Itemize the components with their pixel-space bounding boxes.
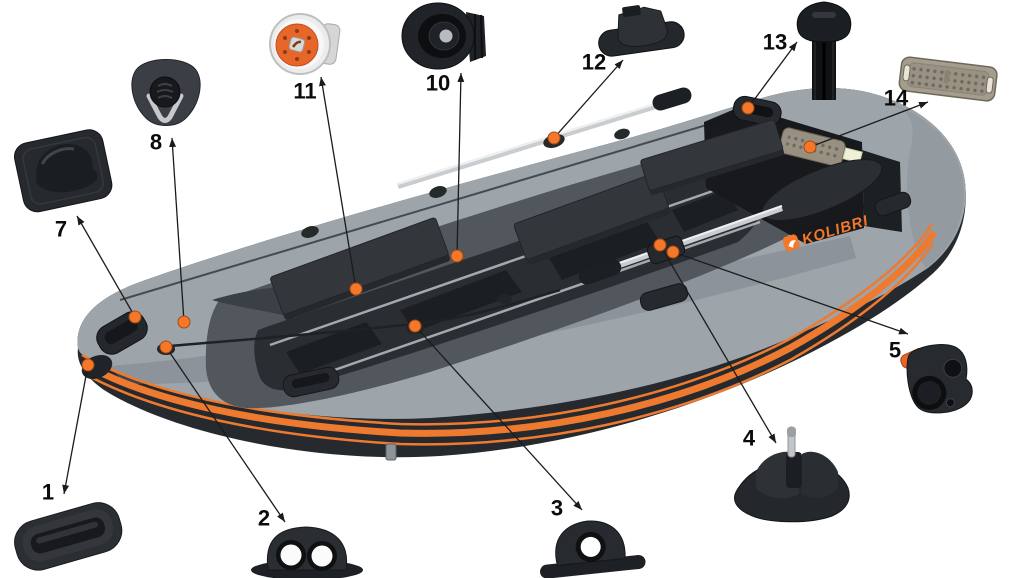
marker-dot-2-rope-guide-two-hole[interactable] (159, 340, 173, 354)
grab-rope (169, 288, 561, 348)
seat-bench-stern (640, 119, 785, 195)
part-12-oar-holder-mount (598, 5, 685, 57)
far-oar (397, 87, 692, 189)
callout-number-5: 5 (889, 338, 901, 363)
marker-dot-14-transom-step-plate[interactable] (803, 140, 817, 154)
leader-line-14 (809, 101, 929, 148)
callout-number-4: 4 (743, 426, 756, 451)
part-5-oar-clamp (900, 344, 973, 414)
leader-line-2 (165, 346, 286, 523)
stern-cap (880, 100, 964, 268)
callout-number-10: 10 (426, 71, 450, 96)
leader-line-12 (553, 59, 624, 139)
floor-panels (286, 190, 738, 374)
marker-dot-8-triangle-d-ring-patch[interactable] (177, 315, 191, 329)
part-3-rope-guide-one-hole (540, 520, 646, 578)
leader-line-13 (747, 41, 798, 109)
leader-line-3 (414, 325, 583, 511)
marker-dot-1-carry-handle[interactable] (81, 358, 95, 372)
callout-number-2: 2 (258, 506, 270, 531)
leader-line-5 (672, 251, 909, 335)
part-1-carry-handle (14, 502, 123, 571)
marker-dot-12-oar-holder-mount[interactable] (547, 131, 561, 145)
seat-bench-bow (270, 217, 451, 320)
hull-stripe-thin-top (81, 223, 934, 426)
callout-number-11: 11 (293, 79, 316, 104)
marker-dot-11-air-valve[interactable] (349, 282, 363, 296)
marker-dot-13-grip-handle[interactable] (741, 101, 755, 115)
marker-dot-10-drain-valve[interactable] (450, 249, 464, 263)
leader-line-4 (659, 244, 777, 444)
leader-line-7 (76, 215, 136, 318)
part-11-air-valve (269, 13, 341, 75)
part-14-transom-step-plate (898, 56, 998, 102)
leader-line-11 (319, 76, 357, 290)
boat-illustration: KOLIBRI (77, 87, 966, 461)
callout-number-14: 14 (884, 86, 909, 111)
callout-number-7: 7 (55, 217, 67, 242)
marker-dot-7-bow-handle-pad[interactable] (128, 310, 142, 324)
side-handle-stern (874, 191, 912, 217)
leader-line-1 (62, 364, 89, 495)
leader-line-10 (456, 72, 465, 257)
marker-dot-5-oar-clamp[interactable] (666, 245, 680, 259)
part-13-grip-handle (796, 1, 852, 100)
keel-fitting (385, 443, 397, 461)
part-7-bow-handle-pad (13, 129, 113, 213)
callout-number-12: 12 (582, 50, 606, 75)
marker-dot-3-rope-guide-one-hole[interactable] (408, 319, 422, 333)
callout-number-13: 13 (763, 30, 787, 55)
callout-number-1: 1 (42, 480, 54, 505)
callout-number-3: 3 (551, 496, 563, 521)
part-4-oarlock-pin-base (734, 426, 850, 523)
far-tube-seam (119, 111, 751, 301)
side-handle-near-bow (282, 366, 340, 398)
leader-line-8 (169, 137, 185, 323)
marker-dot-4-oarlock-pin-base[interactable] (653, 238, 667, 252)
part-2-rope-guide-two-hole (251, 526, 363, 578)
part-8-triangle-d-ring-patch (131, 59, 201, 126)
callout-number-8: 8 (150, 130, 162, 155)
hull-stripe-thin-bottom (86, 242, 935, 446)
part-10-drain-valve (401, 2, 486, 70)
